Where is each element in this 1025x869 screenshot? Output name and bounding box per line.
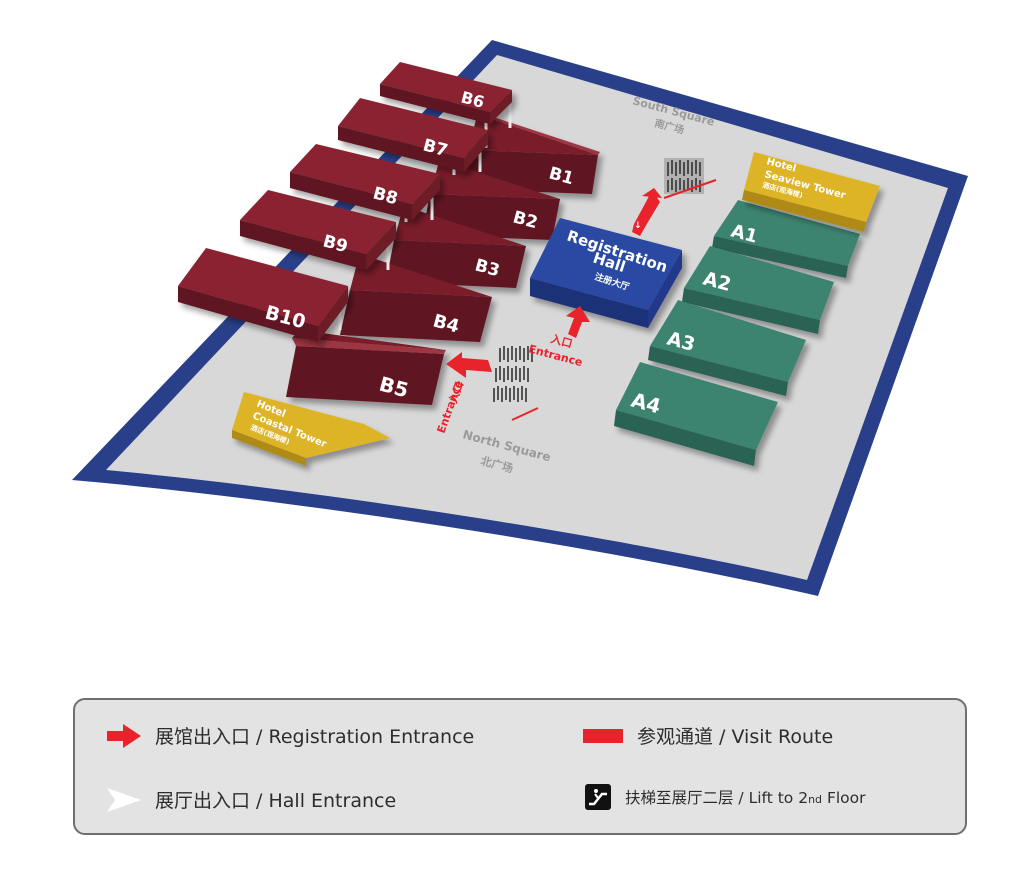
hall-b9[interactable] <box>240 190 396 270</box>
white-arrow-icon <box>107 787 141 812</box>
legend-lift: 扶梯至展厅二层 / Lift to 2nd Floor <box>585 784 866 810</box>
red-arrow-icon <box>107 723 141 748</box>
hall-b10[interactable] <box>178 248 348 342</box>
legend-lift-label: 扶梯至展厅二层 / Lift to 2nd Floor <box>625 786 866 808</box>
legend-lift-text: 扶梯至展厅二层 / Lift to 2 <box>625 789 809 807</box>
hall-a2[interactable] <box>682 246 834 334</box>
registration-entrance-arrow-west[interactable] <box>446 352 492 378</box>
hall-b7[interactable] <box>338 98 488 172</box>
hall-a1[interactable] <box>712 200 860 278</box>
hall-a3[interactable] <box>648 300 806 396</box>
legend-lift-ordinal: nd <box>808 793 823 806</box>
hall-b6[interactable] <box>380 62 512 124</box>
hotel-coastal-tower[interactable] <box>232 392 390 466</box>
legend-hall-entrance-label: 展厅出入口 / Hall Entrance <box>155 790 397 812</box>
venue-map: B1 B2 B3 B4 B5 B6 <box>72 40 968 596</box>
hotel-seaview-tower[interactable] <box>742 152 880 232</box>
legend-visit-route-label: 参观通道 / Visit Route <box>637 726 834 748</box>
hall-a4[interactable] <box>614 362 778 466</box>
svg-text:↓: ↓ <box>634 221 642 231</box>
queue-figures-south <box>664 158 704 194</box>
queue-figures-north <box>493 346 533 402</box>
legend-lift-floor: Floor <box>822 789 866 807</box>
visit-route-north <box>511 407 539 421</box>
red-bar-icon <box>583 728 623 743</box>
hall-b4[interactable] <box>340 252 492 342</box>
registration-hall[interactable] <box>530 218 682 328</box>
legend-registration-entrance-label: 展馆出入口 / Registration Entrance <box>155 726 475 748</box>
legend-registration-entrance: 展馆出入口 / Registration Entrance <box>107 722 474 749</box>
legend-hall-entrance: 展厅出入口 / Hall Entrance <box>107 786 396 813</box>
registration-entrance-south[interactable]: ↓ <box>632 188 662 236</box>
hall-b8[interactable] <box>290 144 440 220</box>
hall-b5[interactable] <box>286 330 446 405</box>
visit-route-south <box>663 179 717 199</box>
escalator-icon <box>585 784 611 810</box>
map-legend: 展馆出入口 / Registration Entrance 参观通道 / Vis… <box>73 698 967 835</box>
legend-visit-route: 参观通道 / Visit Route <box>583 722 833 749</box>
entrance-north-cn: 入口 <box>549 332 574 350</box>
registration-entrance-arrow-north[interactable] <box>566 306 590 338</box>
